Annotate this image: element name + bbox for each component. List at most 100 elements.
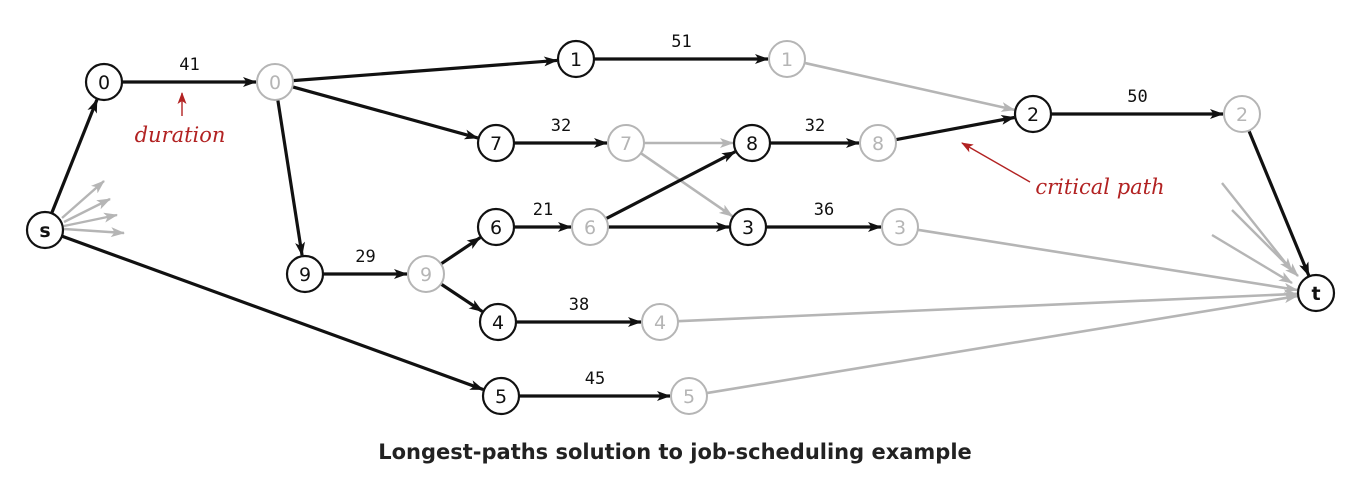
- node-0s: 0: [84, 62, 124, 102]
- node-1s: 1: [556, 39, 596, 79]
- node-label: 1: [781, 49, 793, 71]
- duration-label-9s: 29: [355, 247, 375, 267]
- duration-label-6s: 21: [533, 200, 553, 220]
- node-circle: [859, 124, 897, 162]
- node-circle: [25, 210, 65, 250]
- node-label: 2: [1236, 104, 1248, 126]
- fan-arrow-stub: [61, 180, 105, 219]
- node-label: 6: [584, 217, 596, 239]
- node-circle: [1296, 273, 1336, 313]
- node-label: 5: [495, 386, 507, 408]
- node-label: 4: [492, 312, 504, 334]
- edges-layer: [50, 54, 1311, 401]
- edge-7e-to-3s: [640, 152, 734, 218]
- fan-arrow-stub: [1211, 233, 1293, 285]
- node-circle: [84, 62, 124, 102]
- node-label: 3: [894, 217, 906, 239]
- fan-arrow-stub: [63, 212, 118, 228]
- node-0e: 0: [256, 63, 294, 101]
- node-circle: [641, 303, 679, 341]
- node-circle: [728, 207, 768, 247]
- node-label: t: [1311, 283, 1320, 305]
- diagram-caption: Longest-paths solution to job-scheduling…: [378, 440, 972, 464]
- decorative-fan-arrows: [61, 180, 1299, 285]
- node-circle: [571, 208, 609, 246]
- node-circle: [1013, 94, 1053, 134]
- edge-8e-to-2s: [895, 114, 1016, 142]
- duration-label-4s: 38: [569, 295, 589, 315]
- edge-0e-to-9s: [276, 99, 305, 257]
- node-label: 9: [299, 264, 311, 286]
- node-9s: 9: [285, 254, 325, 294]
- duration-label-7s: 32: [551, 116, 571, 136]
- fan-arrow-stub: [1231, 209, 1299, 277]
- node-circle: [478, 302, 518, 342]
- node-circle: [285, 254, 325, 294]
- node-7e: 7: [607, 124, 645, 162]
- node-t: t: [1296, 273, 1336, 313]
- edge-0e-to-1s: [292, 56, 559, 83]
- node-circle: [256, 63, 294, 101]
- node-7s: 7: [476, 123, 516, 163]
- node-1e: 1: [768, 40, 806, 78]
- fan-arrow-stub: [1221, 182, 1293, 272]
- node-4s: 4: [478, 302, 518, 342]
- node-2e: 2: [1223, 95, 1261, 133]
- node-label: 4: [654, 312, 666, 334]
- node-circle: [768, 40, 806, 78]
- edge-9e-to-6s: [440, 236, 482, 266]
- edge-0e-to-7s: [291, 85, 479, 140]
- critical-path-annotation: critical path: [1035, 175, 1164, 199]
- critical-path-pointer-arrow: [961, 142, 1031, 183]
- node-3s: 3: [728, 207, 768, 247]
- node-circle: [476, 207, 516, 247]
- node-label: 0: [98, 72, 110, 94]
- edge-4e-to-t: [677, 289, 1299, 323]
- node-circle: [607, 124, 645, 162]
- node-8s: 8: [732, 123, 772, 163]
- node-circle: [556, 39, 596, 79]
- node-label: 7: [490, 133, 502, 155]
- node-6s: 6: [476, 207, 516, 247]
- node-circle: [732, 123, 772, 163]
- node-5s: 5: [481, 376, 521, 416]
- duration-label-2s: 50: [1127, 87, 1147, 107]
- node-label: s: [39, 220, 50, 242]
- duration-label-0s: 41: [179, 55, 199, 75]
- node-label: 6: [490, 217, 502, 239]
- node-label: 3: [742, 217, 754, 239]
- edge-s-to-5s: [61, 234, 485, 392]
- edge-3e-to-t: [917, 228, 1299, 293]
- node-label: 9: [420, 264, 432, 286]
- node-label: 2: [1027, 104, 1039, 126]
- node-label: 8: [872, 133, 884, 155]
- node-circle: [481, 376, 521, 416]
- edge-5e-to-t: [706, 293, 1299, 395]
- node-circle: [881, 208, 919, 246]
- node-3e: 3: [881, 208, 919, 246]
- node-circle: [670, 377, 708, 415]
- node-4e: 4: [641, 303, 679, 341]
- duration-label-5s: 45: [585, 369, 605, 389]
- edge-s-to-0s: [50, 98, 99, 214]
- node-label: 0: [269, 72, 281, 94]
- node-8e: 8: [859, 124, 897, 162]
- node-s: s: [25, 210, 65, 250]
- annotations-layer: duration critical path: [135, 92, 1165, 199]
- node-9e: 9: [407, 255, 445, 293]
- node-6e: 6: [571, 208, 609, 246]
- edge-9e-to-4s: [440, 282, 484, 313]
- node-label: 8: [746, 133, 758, 155]
- node-label: 7: [620, 133, 632, 155]
- node-circle: [476, 123, 516, 163]
- duration-annotation: duration: [135, 123, 226, 147]
- node-circle: [407, 255, 445, 293]
- edge-2e-to-t: [1247, 130, 1311, 277]
- fan-arrow-stub: [63, 227, 125, 238]
- node-label: 1: [570, 49, 582, 71]
- duration-label-8s: 32: [805, 116, 825, 136]
- node-label: 5: [683, 386, 695, 408]
